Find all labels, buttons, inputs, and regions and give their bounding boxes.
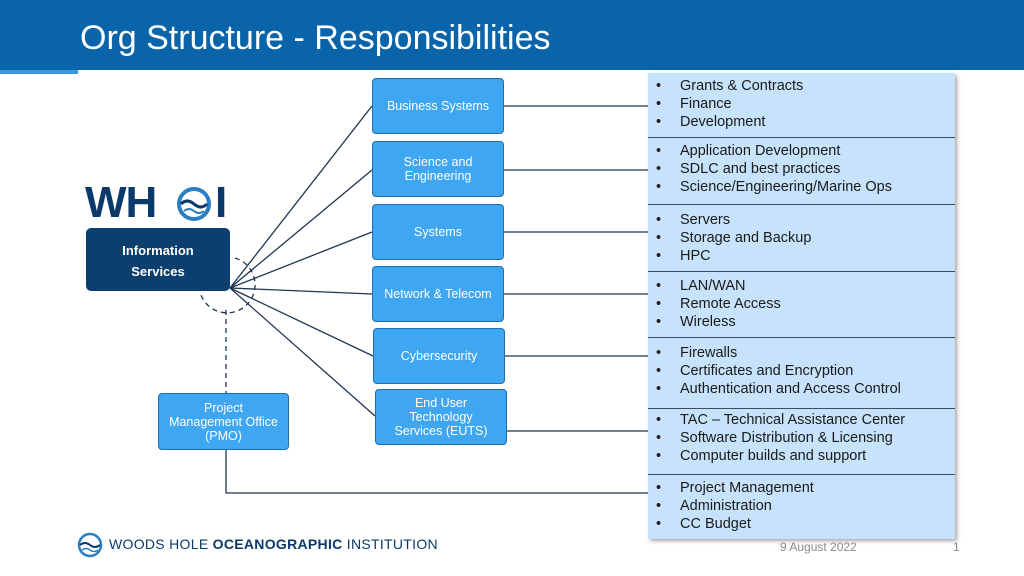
hub-line-2: Services	[131, 264, 185, 279]
resp-item: CC Budget	[648, 515, 955, 533]
header-accent-bar	[0, 70, 78, 74]
dept-network-telecom: Network & Telecom	[372, 266, 504, 322]
resp-item: Administration	[648, 497, 955, 515]
connector-hub-business	[229, 105, 373, 289]
resp-group-cyber: Firewalls Certificates and Encryption Au…	[648, 344, 955, 409]
wave-o-icon	[177, 187, 211, 221]
resp-group-science: Application Development SDLC and best pr…	[648, 142, 955, 205]
information-services-hub: Information Services	[86, 228, 230, 291]
resp-group-business: Grants & Contracts Finance Development	[648, 77, 955, 138]
connector-pmo-resp	[225, 450, 648, 494]
dept-systems: Systems	[372, 204, 504, 260]
footer-institution-name: WOODS HOLE OCEANOGRAPHIC INSTITUTION	[109, 536, 438, 552]
responsibilities-panel: Grants & Contracts Finance Development A…	[648, 73, 955, 539]
dashed-arc	[199, 257, 256, 314]
connector-hub-cyber	[229, 287, 374, 357]
resp-item: Development	[648, 113, 955, 131]
resp-item: Firewalls	[648, 344, 955, 362]
hub-line-1: Information	[122, 243, 194, 258]
resp-item: Certificates and Encryption	[648, 362, 955, 380]
resp-item: TAC – Technical Assistance Center	[648, 411, 955, 429]
resp-item: Wireless	[648, 313, 955, 331]
resp-item: Servers	[648, 211, 955, 229]
logo-letter-i: I	[215, 178, 227, 227]
dept-cybersecurity: Cybersecurity	[373, 328, 505, 384]
slide-page-number: 1	[953, 540, 960, 554]
logo-letters: WH	[85, 178, 157, 227]
connector-hub-euts	[229, 287, 376, 417]
resp-item: Application Development	[648, 142, 955, 160]
resp-group-systems: Servers Storage and Backup HPC	[648, 211, 955, 272]
footer-institution-logo: WOODS HOLE OCEANOGRAPHIC INSTITUTION	[77, 532, 477, 558]
resp-item: Finance	[648, 95, 955, 113]
resp-group-pmo: Project Management Administration CC Bud…	[648, 479, 955, 539]
resp-item: SDLC and best practices	[648, 160, 955, 178]
slide-title: Org Structure - Responsibilities	[80, 19, 551, 57]
dept-science-engineering: Science and Engineering	[372, 141, 504, 197]
connector-hub-systems	[229, 231, 373, 289]
connector-hub-science	[229, 169, 373, 289]
wave-logo-icon	[77, 532, 103, 558]
pmo-box: Project Management Office (PMO)	[158, 393, 289, 450]
connector-hub-network	[229, 287, 373, 295]
resp-group-euts: TAC – Technical Assistance Center Softwa…	[648, 411, 955, 475]
resp-item: Software Distribution & Licensing	[648, 429, 955, 447]
resp-item: Storage and Backup	[648, 229, 955, 247]
resp-item: Authentication and Access Control	[648, 380, 955, 398]
resp-item: Project Management	[648, 479, 955, 497]
resp-item: LAN/WAN	[648, 277, 955, 295]
whoi-logo: WH I	[85, 180, 227, 226]
dept-business-systems: Business Systems	[372, 78, 504, 134]
slide-header	[0, 0, 1024, 70]
resp-item: Science/Engineering/Marine Ops	[648, 178, 955, 196]
slide-date: 9 August 2022	[780, 540, 857, 554]
dept-euts: End User Technology Services (EUTS)	[375, 389, 507, 445]
resp-item: Grants & Contracts	[648, 77, 955, 95]
resp-item: HPC	[648, 247, 955, 265]
resp-item: Remote Access	[648, 295, 955, 313]
resp-group-network: LAN/WAN Remote Access Wireless	[648, 277, 955, 338]
resp-item: Computer builds and support	[648, 447, 955, 465]
